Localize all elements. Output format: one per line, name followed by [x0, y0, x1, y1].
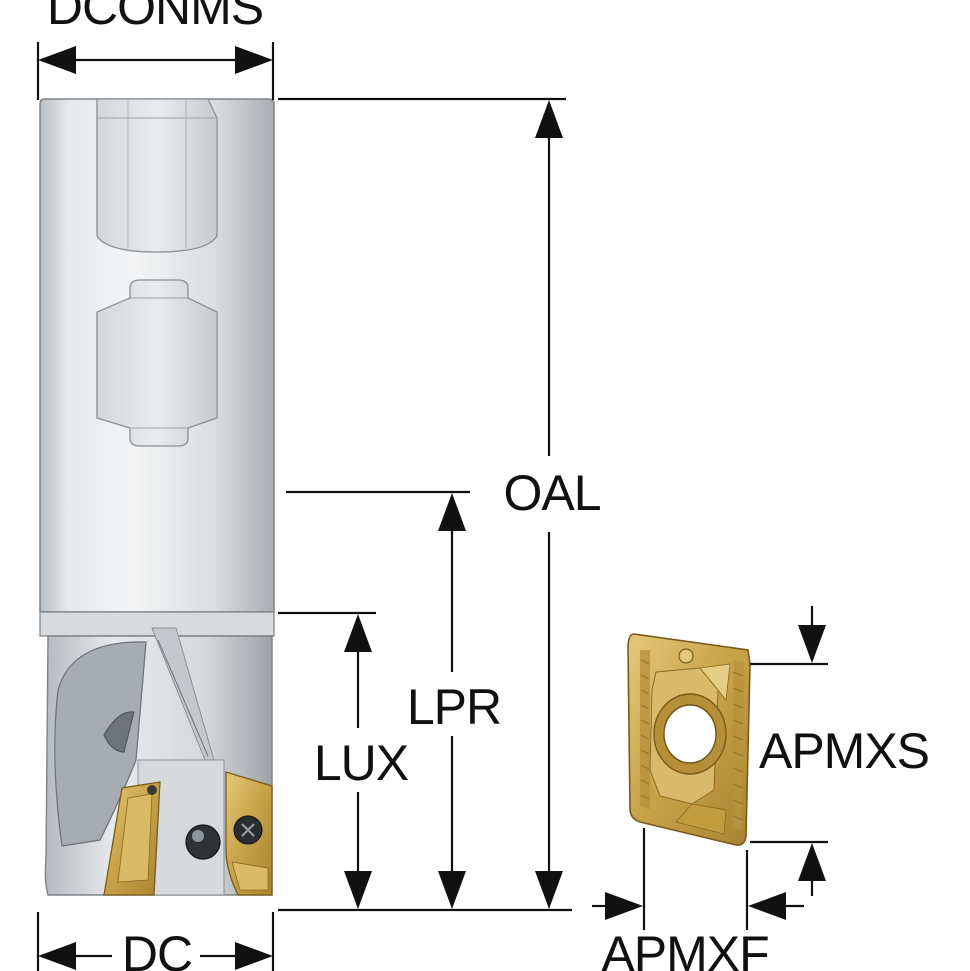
label-dc: DC	[122, 926, 192, 971]
end-mill-tool-icon	[39, 98, 275, 896]
label-oal: OAL	[503, 465, 600, 521]
cutting-insert-icon	[627, 633, 751, 846]
dimension-lines	[36, 42, 828, 971]
label-lux: LUX	[314, 735, 409, 791]
label-apmxs: APMXS	[759, 723, 929, 779]
dimension-labels: DCONMS OAL LPR LUX DC APMXS APMXF	[47, 0, 930, 971]
label-apmxf: APMXF	[601, 926, 768, 971]
label-dconms: DCONMS	[47, 0, 263, 35]
label-lpr: LPR	[407, 679, 501, 735]
